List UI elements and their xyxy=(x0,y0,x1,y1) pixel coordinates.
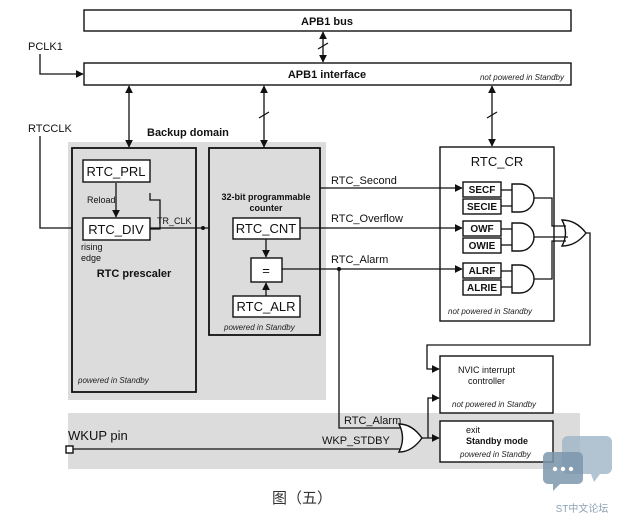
rtc-div-label: RTC_DIV xyxy=(88,222,144,237)
nvic-box xyxy=(439,355,554,414)
alarm-to-wkp-line xyxy=(338,269,401,429)
bubble-dot-1 xyxy=(552,466,558,472)
bubble-dot-2 xyxy=(560,466,566,472)
apb1-interface-note: not powered in Standby xyxy=(480,73,565,82)
prescaler-block xyxy=(71,147,197,393)
counter-power-note: powered in Standby xyxy=(223,323,296,332)
rtc-cnt-label: RTC_CNT xyxy=(236,221,296,236)
rtc-prl-box xyxy=(82,159,151,183)
rtc-alarm-bottom-label: RTC_Alarm xyxy=(344,415,401,427)
and-gate-overflow xyxy=(511,222,535,252)
compare-label: = xyxy=(262,263,270,278)
rtc-alr-label: RTC_ALR xyxy=(236,299,295,314)
flag-secie-label: SECIE xyxy=(467,202,497,213)
counter-link-slash xyxy=(258,111,270,119)
or-gate-interrupt xyxy=(560,219,587,247)
watermark-text: ST中文论坛 xyxy=(556,502,609,515)
bubble-dot-3 xyxy=(568,466,574,472)
alarm-and-to-or xyxy=(534,240,566,280)
bus-slash xyxy=(317,42,329,50)
rtc-cr-title: RTC_CR xyxy=(471,154,524,169)
reload-label: Reload xyxy=(87,195,116,205)
rtc-cr-link-slash xyxy=(486,111,498,119)
rtc-overflow-label: RTC_Overflow xyxy=(331,213,403,225)
apb1-interface-label: APB1 interface xyxy=(288,69,366,81)
nvic-line2: controller xyxy=(468,376,505,386)
or-gate-inputs xyxy=(534,197,568,280)
and-gate-second xyxy=(511,183,535,213)
apb1-bus-box xyxy=(83,9,572,32)
exit-standby-line1: exit xyxy=(466,425,481,435)
and-gate-alarm xyxy=(511,264,535,294)
prescaler-power-note: powered in Standby xyxy=(77,376,150,385)
rtc-alr-box xyxy=(232,295,301,318)
apb1-interface-box xyxy=(83,62,572,86)
figure-caption: 图（五） xyxy=(272,489,332,507)
wkup-pin-terminal xyxy=(65,445,74,454)
prescaler-title: RTC prescaler xyxy=(97,268,172,280)
exit-standby-power-note: powered in Standby xyxy=(459,450,532,459)
rtc-prl-label: RTC_PRL xyxy=(86,164,145,179)
flag-alrf-label: ALRF xyxy=(469,266,496,277)
compare-box xyxy=(250,257,283,283)
wkup-pin-label: WKUP pin xyxy=(68,428,128,443)
backup-domain-title: Backup domain xyxy=(147,127,229,139)
div-reload-loop xyxy=(149,193,161,230)
or-gate-wakeup xyxy=(397,423,423,453)
wkp-to-nvic xyxy=(427,394,440,438)
exit-standby-box xyxy=(439,420,554,463)
rtc-cr-power-note: not powered in Standby xyxy=(448,307,533,316)
forum-logo-watermark: ST中文论坛 xyxy=(543,436,612,515)
rtcclk-label: RTCCLK xyxy=(28,123,72,135)
apb1-bus-label: APB1 bus xyxy=(301,16,353,28)
counter-title-line2: counter xyxy=(249,203,283,213)
rtcclk-line xyxy=(39,136,84,232)
rtc-cr-flags: SECF SECIE OWF OWIE ALRF ALRIE xyxy=(462,181,502,296)
tr-clk-label: TR_CLK xyxy=(157,216,192,226)
rising-label: rising xyxy=(81,242,103,252)
counter-title-line1: 32-bit programmable xyxy=(221,192,310,202)
edge-label: edge xyxy=(81,253,101,263)
second-and-to-or xyxy=(534,197,566,227)
pclk1-line xyxy=(39,54,84,78)
flag-secf-label: SECF xyxy=(469,185,496,196)
and-gate-inputs xyxy=(501,189,512,288)
wkp-stdby-label: WKP_STDBY xyxy=(322,435,391,447)
tr-clk-junction xyxy=(201,226,205,230)
speech-bubble-front-icon xyxy=(543,452,583,491)
exit-standby-line2: Standby mode xyxy=(466,436,528,446)
pclk1-label: PCLK1 xyxy=(28,41,63,53)
flag-alrie-label: ALRIE xyxy=(467,283,497,294)
nvic-power-note: not powered in Standby xyxy=(452,400,537,409)
rtc-alarm-label: RTC_Alarm xyxy=(331,254,388,266)
nvic-line1: NVIC interrupt xyxy=(458,365,516,375)
flag-owie-label: OWIE xyxy=(469,241,496,252)
rtc-second-label: RTC_Second xyxy=(331,175,397,187)
flag-owf-label: OWF xyxy=(470,224,493,235)
or-to-nvic xyxy=(426,232,591,373)
